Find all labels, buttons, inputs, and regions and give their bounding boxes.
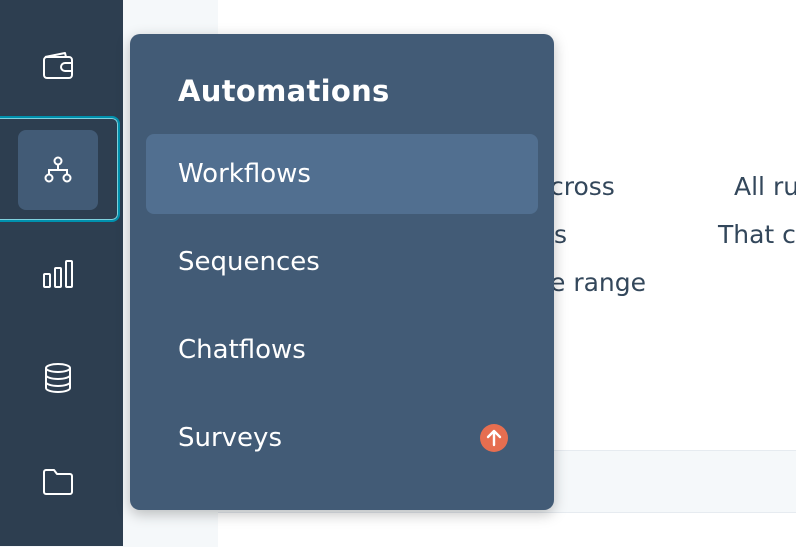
menu-item-label: Chatflows [178,335,306,365]
menu-item-chatflows[interactable]: Chatflows [146,310,538,390]
background-text: All ru [734,172,796,201]
folder-icon [42,468,74,496]
menu-item-label: Workflows [178,159,311,189]
nav-item-commerce[interactable] [18,26,98,106]
automations-flyout-menu: Automations Workflows Sequences Chatflow… [130,34,554,510]
background-text: e range [550,268,647,297]
workflow-icon [43,155,73,185]
focus-ring [0,116,120,222]
nav-item-automations[interactable] [18,130,98,210]
nav-item-reporting[interactable] [18,234,98,314]
bar-chart-icon [42,259,74,289]
nav-item-data-management[interactable] [18,338,98,418]
menu-item-sequences[interactable]: Sequences [146,222,538,302]
background-text: s [554,220,568,249]
menu-item-label: Sequences [178,247,320,277]
menu-item-label: Surveys [178,423,282,453]
background-text: cross [550,172,615,201]
left-nav-rail [0,0,123,546]
content-card-lower [218,512,796,547]
nav-item-library[interactable] [18,442,98,522]
wallet-icon [41,51,75,81]
upgrade-arrow-icon [480,424,508,452]
database-icon [43,362,73,394]
flyout-title: Automations [178,74,390,108]
menu-item-workflows[interactable]: Workflows [146,134,538,214]
background-text: That c [718,220,796,249]
menu-item-surveys[interactable]: Surveys [146,398,538,478]
